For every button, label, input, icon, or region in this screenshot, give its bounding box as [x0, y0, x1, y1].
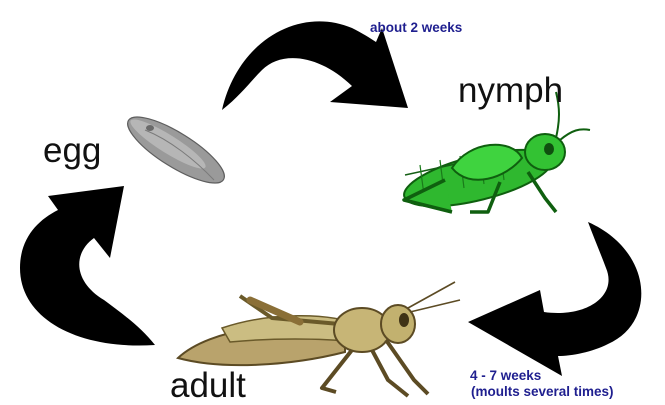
- nymph-to-adult-duration: 4 - 7 weeks: [470, 368, 541, 384]
- nymph-label: nymph: [458, 73, 563, 108]
- arrow-adult-to-egg: [20, 186, 155, 346]
- arrow-nymph-to-adult: [468, 222, 641, 376]
- egg-image: [120, 106, 233, 194]
- nymph-grasshopper-image: [399, 92, 590, 218]
- egg-label: egg: [43, 133, 101, 168]
- nymph-to-adult-moult-note: (moults several times): [471, 384, 614, 400]
- adult-label: adult: [170, 368, 246, 403]
- egg-to-nymph-duration: about 2 weeks: [370, 20, 462, 36]
